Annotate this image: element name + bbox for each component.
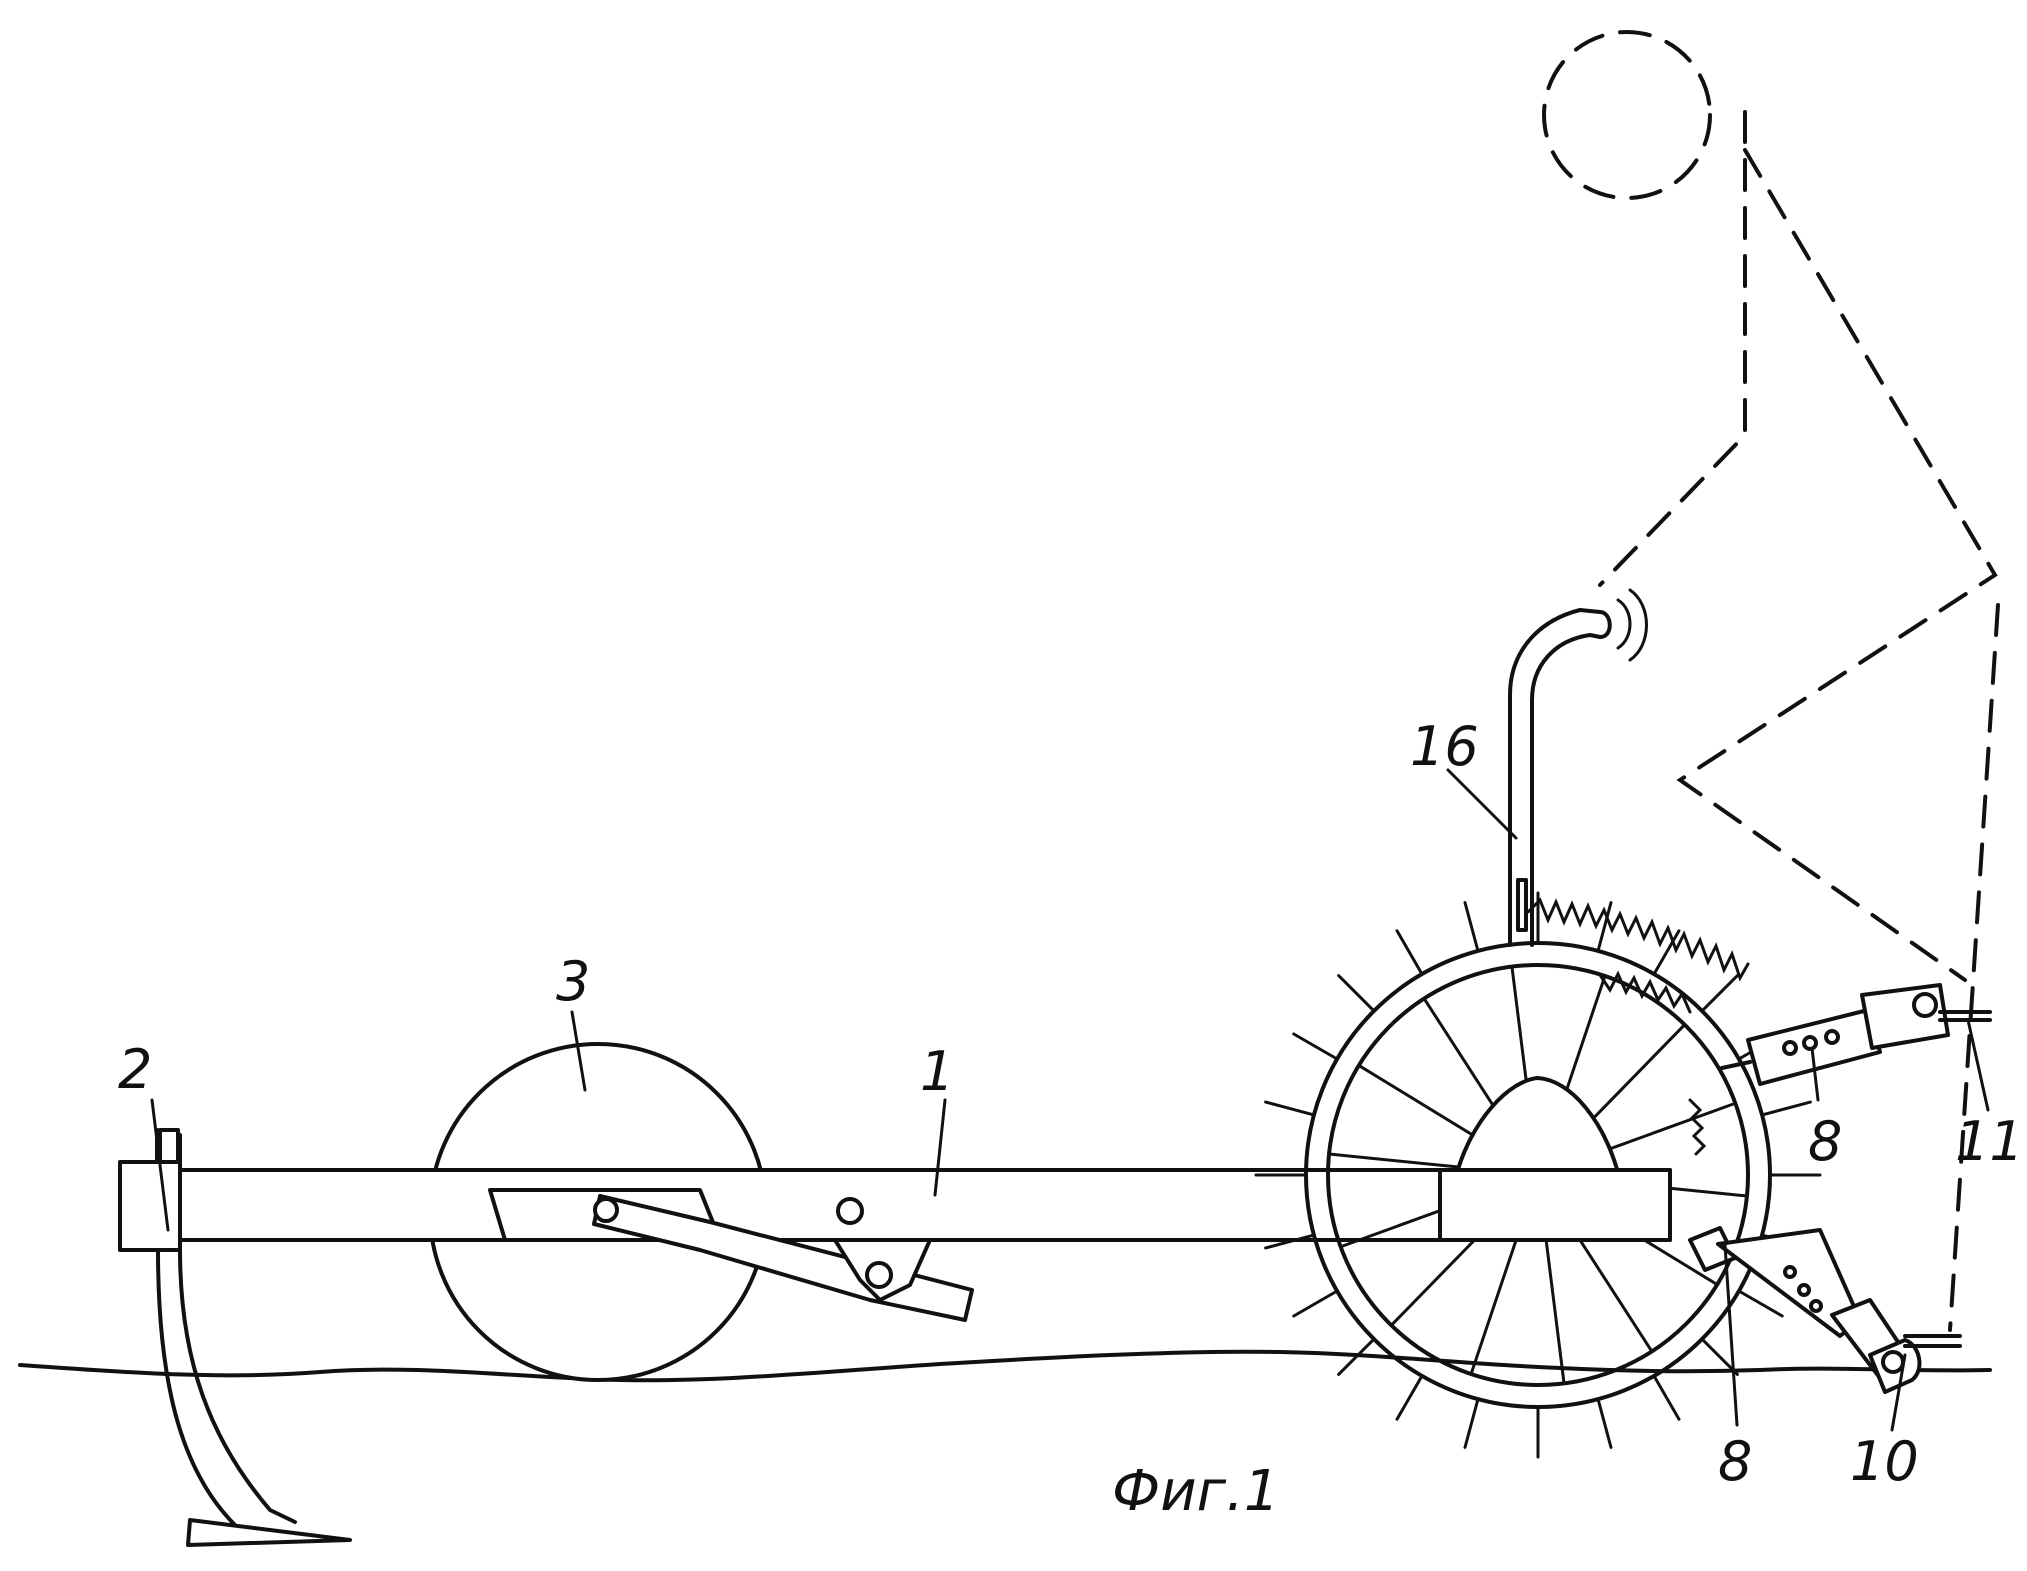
wheel-spike xyxy=(1294,1291,1337,1316)
wheel-spike xyxy=(1397,931,1422,974)
spring-lower xyxy=(1600,974,1690,1012)
leader-8-lower xyxy=(1725,1245,1737,1425)
label-10: 10 xyxy=(1850,1430,1919,1493)
wheel-spike xyxy=(1465,903,1478,951)
wheel-spike xyxy=(1762,1102,1810,1115)
handle-16 xyxy=(1510,590,1647,945)
label-8-lower: 8 xyxy=(1718,1430,1752,1493)
ground-line xyxy=(20,1352,1990,1381)
label-2: 2 xyxy=(118,1038,152,1101)
operator-silhouette xyxy=(1544,32,1998,1330)
label-8-upper: 8 xyxy=(1808,1110,1842,1173)
frame-beam-1 xyxy=(120,1162,1670,1320)
wheel-spike xyxy=(1339,976,1374,1011)
upper-arm-assembly xyxy=(1722,985,1990,1084)
label-11: 11 xyxy=(1955,1110,2024,1173)
figure-caption: Фиг.1 xyxy=(1112,1459,1279,1524)
wheel-spike xyxy=(1294,1034,1337,1059)
wheel-spike xyxy=(1397,1376,1422,1419)
label-3: 3 xyxy=(556,950,590,1013)
leader-16 xyxy=(1448,770,1516,838)
wheel-hub xyxy=(1455,1078,1620,1180)
wheel-spike xyxy=(1598,1399,1611,1447)
frame-beam-end xyxy=(1440,1170,1670,1240)
wheel-spike xyxy=(1739,1291,1782,1316)
label-16: 16 xyxy=(1410,715,1479,778)
wheel-spike xyxy=(1654,1376,1679,1419)
wheel-spike xyxy=(1465,1399,1478,1447)
wheel-spike xyxy=(1702,976,1737,1011)
spring-side xyxy=(1690,1100,1704,1154)
leader-11 xyxy=(1968,1020,1988,1110)
label-1: 1 xyxy=(920,1040,954,1103)
wheel-spike xyxy=(1266,1102,1314,1115)
